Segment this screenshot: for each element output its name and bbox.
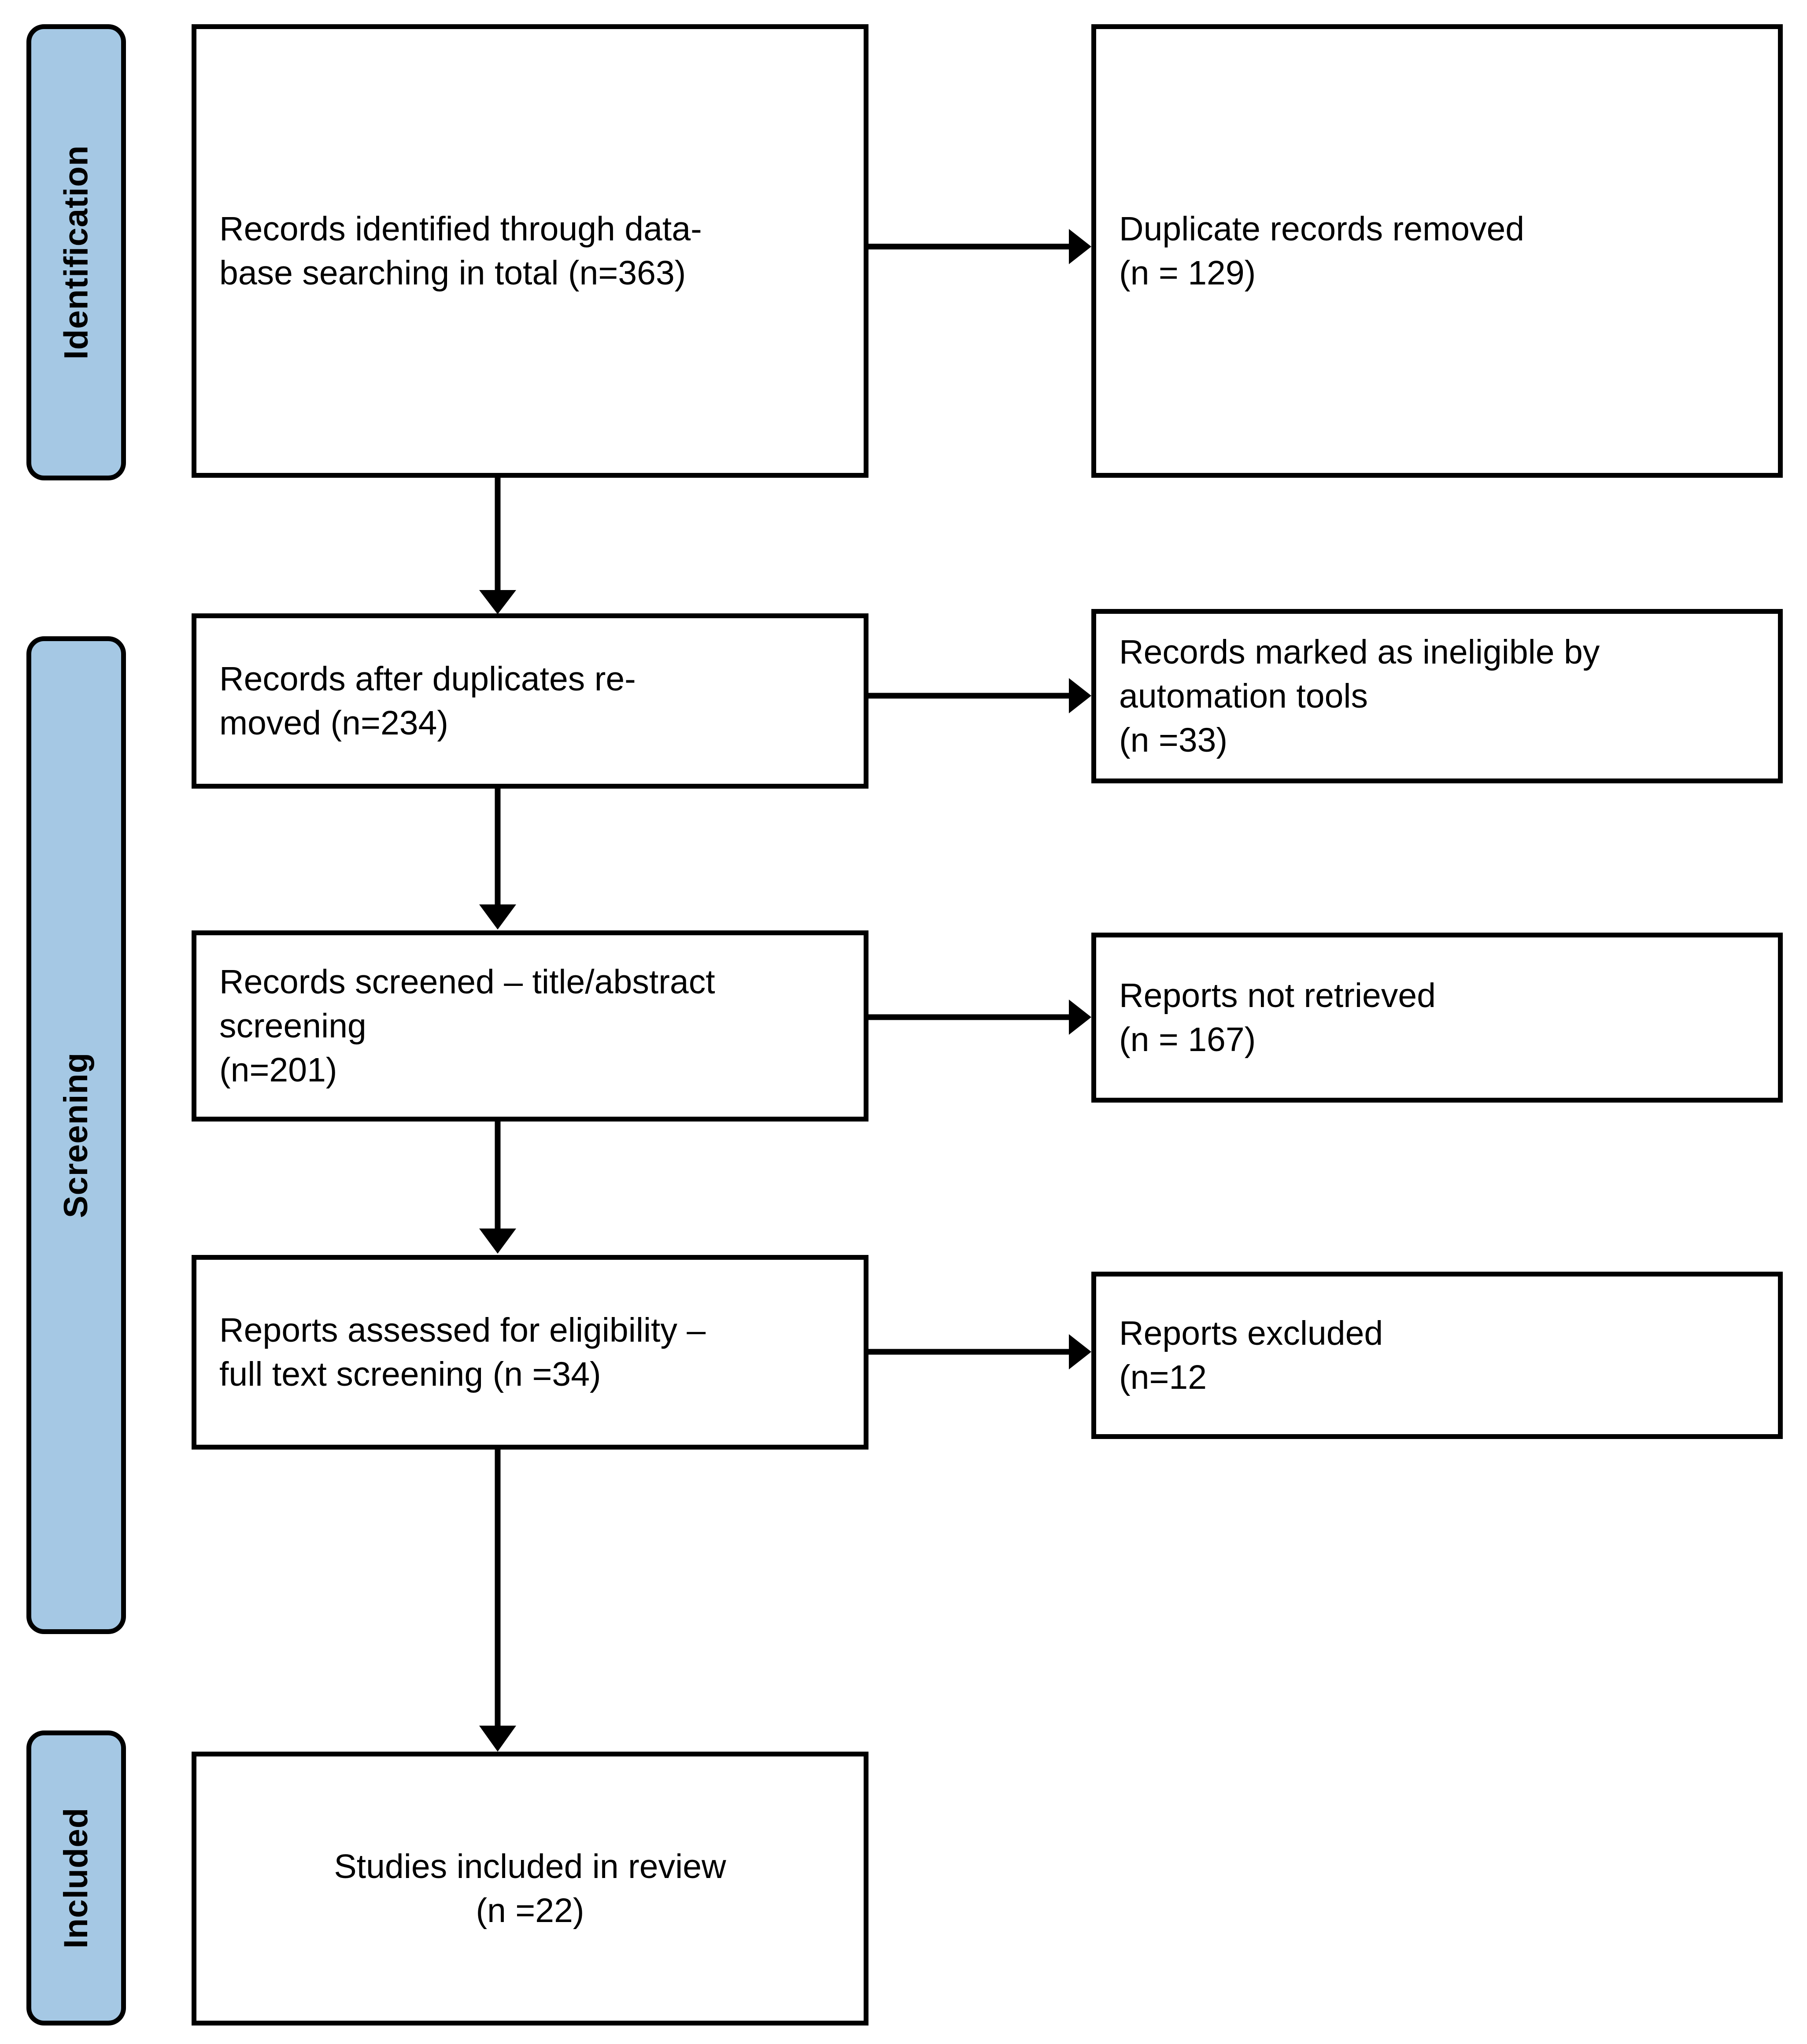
stage-label-included: Included (57, 1807, 95, 1949)
box-records-after-duplicates: Records after duplicates re- moved (n=23… (192, 613, 868, 789)
stage-pill-screening: Screening (26, 636, 126, 1634)
stage-pill-included: Included (26, 1730, 126, 2026)
box-duplicates-removed: Duplicate records removed (n = 129) (1091, 24, 1783, 478)
stage-label-identification: Identification (57, 145, 95, 360)
connector-assessed-to-excluded (868, 1325, 1093, 1378)
connector-identified-to-after-duplicates (467, 478, 528, 619)
connector-after-duplicates-to-screened (467, 789, 528, 934)
stage-label-screening: Screening (57, 1052, 95, 1218)
connector-identified-to-duplicates (868, 220, 1093, 273)
box-records-identified-text: Records identified through data- base se… (219, 210, 702, 292)
box-records-screened: Records screened – title/abstract screen… (192, 930, 868, 1122)
box-reports-assessed: Reports assessed for eligibility – full … (192, 1255, 868, 1450)
box-reports-excluded: Reports excluded (n=12 (1091, 1272, 1783, 1439)
box-reports-excluded-text: Reports excluded (n=12 (1119, 1314, 1383, 1396)
box-records-screened-text: Records screened – title/abstract screen… (219, 963, 715, 1089)
box-studies-included: Studies included in review (n =22) (192, 1752, 868, 2026)
box-records-after-duplicates-text: Records after duplicates re- moved (n=23… (219, 660, 636, 742)
box-duplicates-removed-text: Duplicate records removed (n = 129) (1119, 210, 1525, 292)
stage-pill-identification: Identification (26, 24, 126, 480)
box-studies-included-text: Studies included in review (n =22) (334, 1847, 726, 1930)
box-reports-not-retrieved-text: Reports not retrieved (n = 167) (1119, 976, 1436, 1059)
connector-screened-to-not-retrieved (868, 991, 1093, 1044)
box-records-ineligible-automation-text: Records marked as ineligible by automati… (1119, 633, 1600, 760)
connector-screened-to-assessed (467, 1122, 528, 1258)
connector-after-duplicates-to-ineligible (868, 669, 1093, 722)
connector-assessed-to-included (467, 1450, 528, 1758)
box-records-identified: Records identified through data- base se… (192, 24, 868, 478)
box-records-ineligible-automation: Records marked as ineligible by automati… (1091, 609, 1783, 783)
box-reports-not-retrieved: Reports not retrieved (n = 167) (1091, 933, 1783, 1103)
box-reports-assessed-text: Reports assessed for eligibility – full … (219, 1311, 706, 1393)
